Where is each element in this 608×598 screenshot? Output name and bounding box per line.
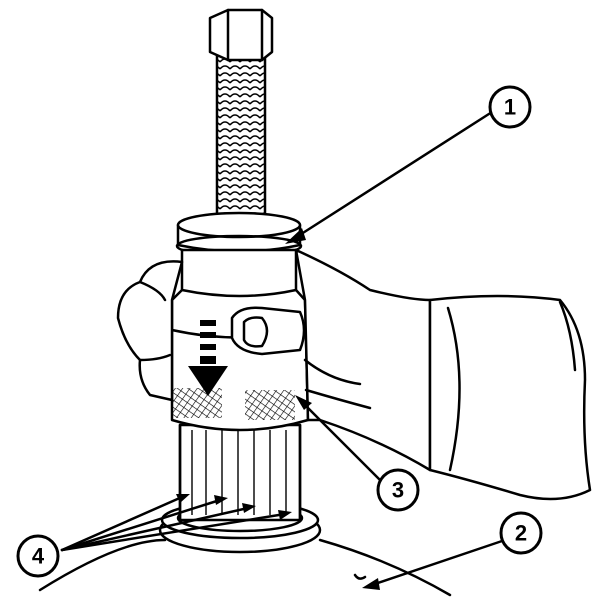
bearing-teeth [178, 423, 302, 522]
collar [175, 211, 303, 258]
callout-2-label: 2 [515, 521, 527, 546]
callout-1: 1 [488, 85, 532, 129]
callout-2: 2 [499, 511, 543, 555]
hand [116, 248, 432, 472]
callout-4: 4 [16, 534, 60, 578]
leader-lines [60, 110, 507, 590]
threaded-rod [208, 8, 274, 227]
sleeve [428, 294, 592, 501]
callout-1-label: 1 [504, 95, 516, 120]
callout-3: 3 [376, 468, 420, 512]
callout-4-label: 4 [32, 544, 45, 569]
callout-3-label: 3 [392, 478, 404, 503]
push-direction-arrow-icon [188, 320, 228, 396]
